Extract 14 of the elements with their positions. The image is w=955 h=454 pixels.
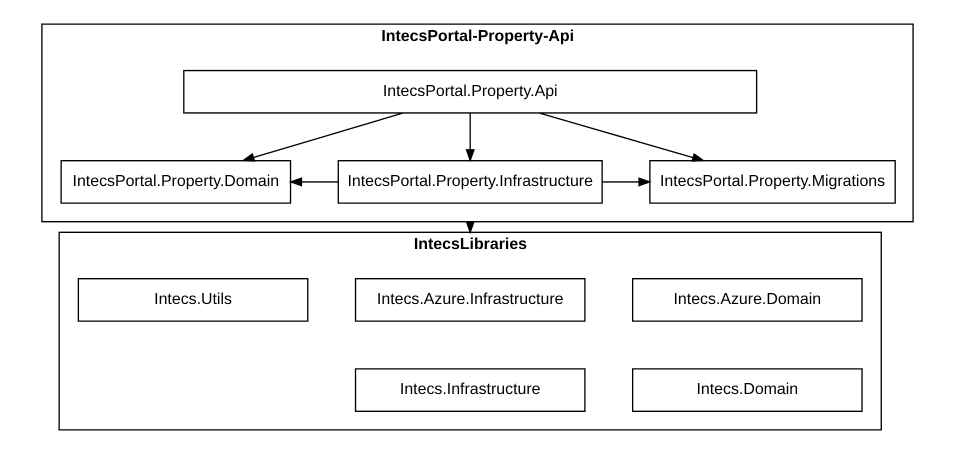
node-box: IntecsPortal.Property.Infrastructure (338, 160, 603, 204)
arrow (602, 177, 652, 187)
arrow (466, 113, 475, 162)
arrow (539, 112, 706, 162)
arrow (288, 177, 338, 187)
node-box: IntecsPortal.Property.Migrations (649, 160, 896, 204)
node-box: Intecs.Azure.Domain (632, 278, 863, 322)
node-box: IntecsPortal.Property.Domain (60, 160, 292, 204)
node-box: Intecs.Domain (632, 368, 863, 412)
arrow (241, 112, 404, 162)
node-box: Intecs.Azure.Infrastructure (354, 278, 586, 322)
node-box: IntecsPortal.Property.Api (183, 70, 758, 114)
node-box: Intecs.Infrastructure (354, 368, 586, 412)
node-box: Intecs.Utils (78, 278, 308, 322)
